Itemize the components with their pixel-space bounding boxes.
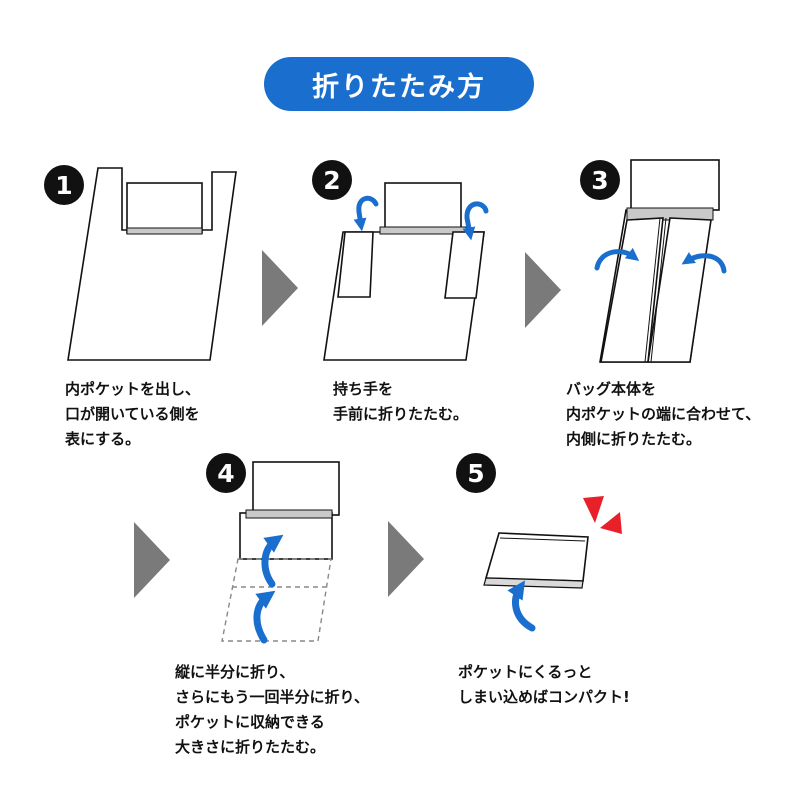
step-2-right-arrow-icon <box>462 201 489 241</box>
step-5-pouch-illustration <box>483 532 589 589</box>
step-2-caption: 持ち手を 手前に折りたたむ。 <box>333 377 468 427</box>
step-4-caption-line: 縦に半分に折り、 <box>175 663 295 681</box>
step-4-folded-body <box>239 512 333 560</box>
step-1-to-2-chevron-icon <box>262 250 298 326</box>
step-1-pocket-band <box>126 227 203 235</box>
step-2-caption-line: 手前に折りたたむ。 <box>333 405 469 423</box>
step-3-caption-line: 内ポケットの端に合わせて、 <box>566 405 761 423</box>
step-5-burst-icon <box>583 496 622 534</box>
step-3-number: 3 <box>580 160 620 200</box>
step-1-caption-line: 内ポケットを出し、 <box>65 380 201 398</box>
step-4-bag-illustration <box>221 461 340 642</box>
step-3-to-4-chevron-icon <box>134 522 170 598</box>
step-2-inner-pocket <box>384 182 462 231</box>
page-title: 折りたたみ方 <box>264 57 534 111</box>
step-1-bag-illustration <box>67 167 237 361</box>
step-5-caption: ポケットにくるっと しまい込めばコンパクト! <box>458 660 630 710</box>
step-4-caption-line: 大きさに折りたたむ。 <box>175 738 326 756</box>
step-4-number: 4 <box>206 453 246 493</box>
step-4-to-5-chevron-icon <box>388 521 424 597</box>
step-5-number: 5 <box>456 453 496 493</box>
step-1-inner-pocket <box>126 182 203 234</box>
step-2-to-3-chevron-icon <box>525 252 561 328</box>
step-4-upper-arrow-icon <box>261 534 284 588</box>
step-4-pocket-top <box>252 461 340 516</box>
step-5-caption-line: しまい込めばコンパクト! <box>458 688 630 706</box>
step-4-pocket-band <box>245 509 333 519</box>
step-5-arrow-icon <box>507 580 536 632</box>
step-3-caption-line: バッグ本体を <box>566 380 657 398</box>
step-3-caption-line: 内側に折りたたむ。 <box>566 430 702 448</box>
step-4-fold-outline <box>221 558 332 642</box>
step-2-number: 2 <box>312 160 352 200</box>
step-2-bag-illustration <box>323 182 485 361</box>
step-1-caption: 内ポケットを出し、 口が開いている側を 表にする。 <box>65 377 200 452</box>
step-1-caption-line: 口が開いている側を <box>65 405 200 423</box>
step-2-left-arrow-icon <box>353 195 379 232</box>
step-4-caption-line: ポケットに収納できる <box>175 713 325 731</box>
step-4-caption: 縦に半分に折り、 さらにもう一回半分に折り、 ポケットに収納できる 大きさに折り… <box>175 660 369 760</box>
step-3-left-arrow-icon <box>594 247 640 271</box>
step-4-lower-arrow-icon <box>253 590 276 644</box>
step-3-right-arrow-icon <box>681 252 727 274</box>
step-1-caption-line: 表にする。 <box>65 430 141 448</box>
step-4-caption-line: さらにもう一回半分に折り、 <box>175 688 369 706</box>
step-5-caption-line: ポケットにくるっと <box>458 663 593 681</box>
step-2-caption-line: 持ち手を <box>333 380 394 398</box>
step-3-bag-illustration <box>599 159 720 363</box>
step-3-pocket-top <box>630 159 720 211</box>
step-2-left-handle <box>337 231 374 298</box>
step-3-caption: バッグ本体を 内ポケットの端に合わせて、 内側に折りたたむ。 <box>566 377 760 452</box>
step-1-number: 1 <box>44 165 84 205</box>
